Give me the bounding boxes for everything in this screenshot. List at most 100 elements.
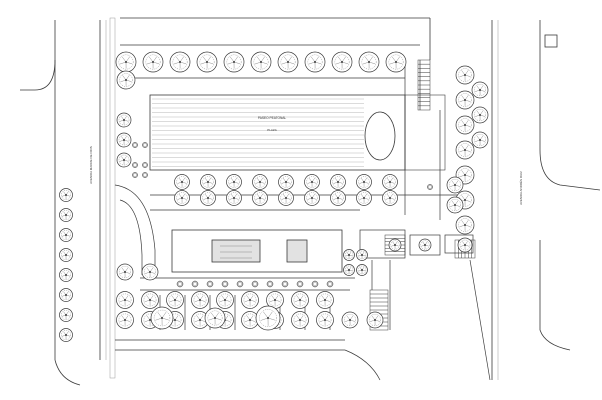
tree-icon bbox=[150, 306, 174, 330]
planter-icon bbox=[326, 280, 334, 288]
tree-icon bbox=[204, 307, 226, 329]
tree-icon bbox=[252, 190, 268, 206]
tree-icon bbox=[304, 51, 326, 73]
promenade bbox=[149, 94, 446, 171]
tree-icon bbox=[356, 264, 368, 276]
tree-icon bbox=[356, 174, 372, 190]
tree-icon bbox=[366, 311, 384, 329]
tree-icon bbox=[455, 215, 475, 235]
planter-icon bbox=[281, 280, 289, 288]
tree-icon bbox=[252, 174, 268, 190]
tree-icon bbox=[341, 311, 359, 329]
tree-icon bbox=[115, 51, 137, 73]
tree-icon bbox=[304, 174, 320, 190]
tree-icon bbox=[331, 51, 353, 73]
planter-icon bbox=[311, 280, 319, 288]
tree-icon bbox=[455, 115, 475, 135]
tree-icon bbox=[330, 174, 346, 190]
planter-layer bbox=[132, 142, 433, 288]
tree-icon bbox=[278, 174, 294, 190]
tree-icon bbox=[116, 291, 134, 309]
tree-icon bbox=[191, 291, 209, 309]
tree-icon bbox=[169, 51, 191, 73]
tree-icon bbox=[166, 291, 184, 309]
tree-icon bbox=[141, 263, 159, 281]
tree-icon bbox=[226, 174, 242, 190]
tree-icon bbox=[382, 174, 398, 190]
tree-icon bbox=[250, 51, 272, 73]
tree-icon bbox=[455, 65, 475, 85]
planter-icon bbox=[176, 280, 184, 288]
tree-icon bbox=[200, 190, 216, 206]
planter-icon bbox=[221, 280, 229, 288]
tree-icon bbox=[59, 288, 73, 302]
tree-icon bbox=[116, 70, 136, 90]
tree-icon bbox=[59, 188, 73, 202]
promenade-title: PASEO PEATONAL bbox=[258, 116, 287, 120]
tree-icon bbox=[196, 51, 218, 73]
tree-icon bbox=[226, 190, 242, 206]
central-courtyard bbox=[171, 229, 343, 273]
tree-icon bbox=[174, 174, 190, 190]
tree-icon bbox=[343, 264, 355, 276]
planter-icon bbox=[132, 172, 138, 178]
planter-icon bbox=[296, 280, 304, 288]
tree-icon bbox=[356, 249, 368, 261]
tree-layer bbox=[59, 51, 489, 342]
tree-icon bbox=[291, 291, 309, 309]
tree-icon bbox=[278, 190, 294, 206]
tree-icon bbox=[116, 263, 134, 281]
tree-icon bbox=[304, 190, 320, 206]
tree-icon bbox=[116, 112, 132, 128]
tree-icon bbox=[116, 152, 132, 168]
tree-icon bbox=[241, 311, 259, 329]
tree-icon bbox=[142, 51, 164, 73]
tree-icon bbox=[343, 249, 355, 261]
left-street bbox=[20, 17, 116, 386]
tree-icon bbox=[59, 268, 73, 282]
tree-icon bbox=[200, 174, 216, 190]
tree-icon bbox=[457, 237, 473, 253]
plaza-label: PLAZA bbox=[267, 128, 277, 132]
planter-icon bbox=[132, 142, 138, 148]
tree-icon bbox=[241, 291, 259, 309]
tree-icon bbox=[330, 190, 346, 206]
planter-icon bbox=[142, 162, 148, 168]
planter-icon bbox=[251, 280, 259, 288]
tree-icon bbox=[471, 131, 489, 149]
tree-icon bbox=[277, 51, 299, 73]
tree-icon bbox=[141, 291, 159, 309]
planter-icon bbox=[427, 184, 433, 190]
top-boundary bbox=[118, 17, 431, 79]
tree-icon bbox=[382, 190, 398, 206]
planter-icon bbox=[142, 142, 148, 148]
tree-icon bbox=[266, 291, 284, 309]
tree-icon bbox=[455, 140, 475, 160]
tree-icon bbox=[385, 51, 407, 73]
tree-icon bbox=[291, 311, 309, 329]
tree-icon bbox=[255, 305, 281, 331]
tree-icon bbox=[59, 248, 73, 262]
tree-icon bbox=[59, 208, 73, 222]
tree-icon bbox=[418, 238, 432, 252]
tree-icon bbox=[116, 132, 132, 148]
tree-icon bbox=[174, 190, 190, 206]
planter-icon bbox=[191, 280, 199, 288]
tree-icon bbox=[471, 81, 489, 99]
right-street bbox=[491, 20, 601, 380]
left-street-label: AVENIDA MADRE DE DIOS bbox=[89, 146, 93, 184]
right-street-label: AVENIDA ANDRÉS RUIZ bbox=[518, 171, 523, 205]
planter-icon bbox=[132, 162, 138, 168]
oval-fountain bbox=[364, 111, 396, 161]
tree-icon bbox=[116, 311, 134, 329]
tree-icon bbox=[223, 51, 245, 73]
tree-icon bbox=[356, 190, 372, 206]
planter-icon bbox=[266, 280, 274, 288]
planter-icon bbox=[142, 172, 148, 178]
tree-icon bbox=[316, 311, 334, 329]
tree-icon bbox=[316, 291, 334, 309]
tree-icon bbox=[358, 51, 380, 73]
tree-icon bbox=[216, 291, 234, 309]
